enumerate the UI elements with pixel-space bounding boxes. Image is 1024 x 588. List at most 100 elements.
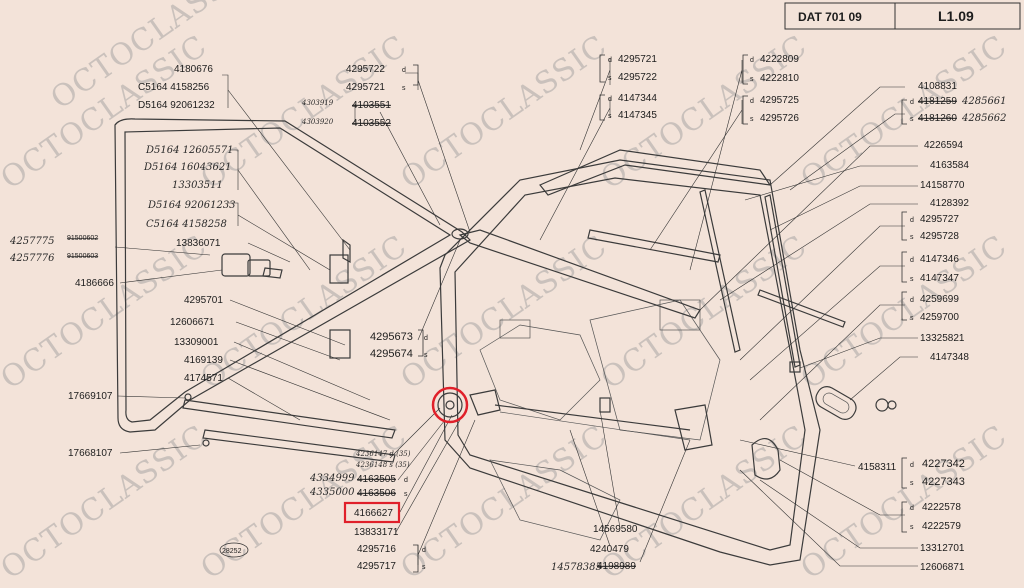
label-4103551: 4103551	[352, 100, 391, 111]
label-4222579: 4222579	[922, 521, 961, 532]
label-12606871: 12606871	[920, 562, 965, 573]
label-4285662: 4285662	[961, 113, 1007, 124]
label-4198989: 4198989	[597, 561, 636, 572]
label-4147346: 4147346	[920, 254, 959, 265]
label-4259699: 4259699	[920, 294, 959, 305]
marker-d: d	[750, 57, 754, 64]
top-center-labels: d 4295721 s 4295722 d 4147344 s 4147345 …	[608, 54, 799, 124]
label-13312701: 13312701	[920, 543, 965, 554]
label-4180676: 4180676	[174, 64, 213, 75]
sheet-number: L1.09	[938, 8, 974, 24]
marker-s: s	[910, 524, 914, 531]
marker-d: d	[910, 257, 914, 264]
leader-lines	[114, 58, 918, 567]
highlight-circle	[431, 386, 469, 424]
window-frame-seal	[114, 118, 471, 433]
watermark-text: OCTOCLASSIC	[795, 418, 1014, 586]
marker-s: s	[424, 352, 428, 359]
label-4227342: 4227342	[922, 458, 965, 470]
label-12606671: 12606671	[170, 317, 215, 328]
label-4295701: 4295701	[184, 295, 223, 306]
label-d5164-12605571: D5164 12605571	[145, 145, 234, 156]
label-4240479: 4240479	[590, 544, 629, 555]
label-4295727: 4295727	[920, 214, 959, 225]
marker-s: s	[910, 315, 914, 322]
mirror-mount	[221, 238, 351, 359]
marker-d: d	[910, 99, 914, 106]
label-17669107: 17669107	[68, 391, 113, 402]
bottom-center-labels: 14569580 4240479 14578385 4198989	[551, 524, 638, 573]
label-4295673: 4295673	[370, 331, 413, 343]
marker-s: s	[750, 116, 754, 123]
label-4334999: 4334999	[309, 473, 355, 484]
marker-d: d	[910, 217, 914, 224]
label-4163505: 4163505	[357, 474, 396, 485]
left-labels: 4180676 C5164 4158256 D5164 92061232 430…	[9, 64, 428, 572]
highlight-box	[343, 501, 401, 524]
label-4163506: 4163506	[357, 488, 396, 499]
label-4222809: 4222809	[760, 54, 799, 65]
label-4285661: 4285661	[961, 96, 1007, 107]
label-17668107: 17668107	[68, 448, 113, 459]
marker-s: s	[910, 276, 914, 283]
marker-s: s	[402, 85, 406, 92]
marker-d: d	[910, 462, 914, 469]
label-4128392: 4128392	[930, 198, 969, 209]
label-4158311: 4158311	[858, 462, 897, 473]
label-4303919: 4303919	[301, 99, 334, 107]
marker-s: s	[422, 564, 426, 571]
marker-s: s	[910, 116, 914, 123]
label-4303920: 4303920	[301, 118, 334, 126]
marker-s: s	[750, 76, 754, 83]
label-d5164-92061232: D5164 92061232	[138, 100, 215, 111]
label-91500603: 91500603	[67, 253, 98, 260]
marker-d: d	[422, 547, 426, 554]
label-13303511: 13303511	[172, 180, 223, 191]
marker-d: d	[750, 98, 754, 105]
label-4295674: 4295674	[370, 348, 413, 360]
marker-d: d	[608, 57, 612, 64]
label-4181260: 4181260	[918, 113, 957, 124]
label-4147344: 4147344	[618, 93, 657, 104]
figure-number: 28252	[222, 548, 242, 555]
label-4226594: 4226594	[924, 140, 963, 151]
label-d5164-92061233: D5164 92061233	[147, 200, 236, 211]
label-14578385: 14578385	[551, 562, 602, 573]
label-4147348: 4147348	[930, 352, 969, 363]
watermark-text: OCTOCLASSIC	[395, 28, 614, 196]
watermark-text: OCTOCLASSIC	[395, 228, 614, 396]
label-4108831: 4108831	[918, 81, 957, 92]
label-4186666: 4186666	[75, 278, 114, 289]
label-91500602: 91500602	[67, 235, 98, 242]
marker-d: d	[910, 505, 914, 512]
marker-s: s	[910, 234, 914, 241]
watermark-text: OCTOCLASSIC	[0, 418, 214, 586]
label-4163584: 4163584	[930, 160, 969, 171]
outer-handle	[751, 361, 897, 480]
label-4222578: 4222578	[922, 502, 961, 513]
label-4295722b: 4295722	[618, 72, 657, 83]
side-brackets	[413, 54, 907, 573]
label-4295716: 4295716	[357, 544, 396, 555]
figure-number-oval	[219, 542, 249, 558]
label-4295722: 4295722	[346, 64, 385, 75]
label-14569580: 14569580	[593, 524, 638, 535]
label-4236147: 4236147 d (35)	[355, 450, 411, 458]
screw-icon	[202, 439, 210, 447]
label-4222810: 4222810	[760, 73, 799, 84]
right-labels: 4108831 d 4181259 4285661 s 4181260 4285…	[858, 81, 1007, 573]
marker-d: d	[910, 297, 914, 304]
marker-d: d	[608, 96, 612, 103]
door-shell	[439, 159, 821, 566]
marker-d: d	[402, 67, 406, 74]
label-13833171: 13833171	[354, 527, 399, 538]
label-4257776: 4257776	[9, 253, 55, 264]
label-4103552: 4103552	[352, 118, 391, 129]
sill-strips	[182, 393, 396, 463]
label-13836071: 13836071	[176, 238, 221, 249]
label-4295721: 4295721	[346, 82, 385, 93]
marker-s: s	[910, 480, 914, 487]
marker-s: s	[608, 75, 612, 82]
